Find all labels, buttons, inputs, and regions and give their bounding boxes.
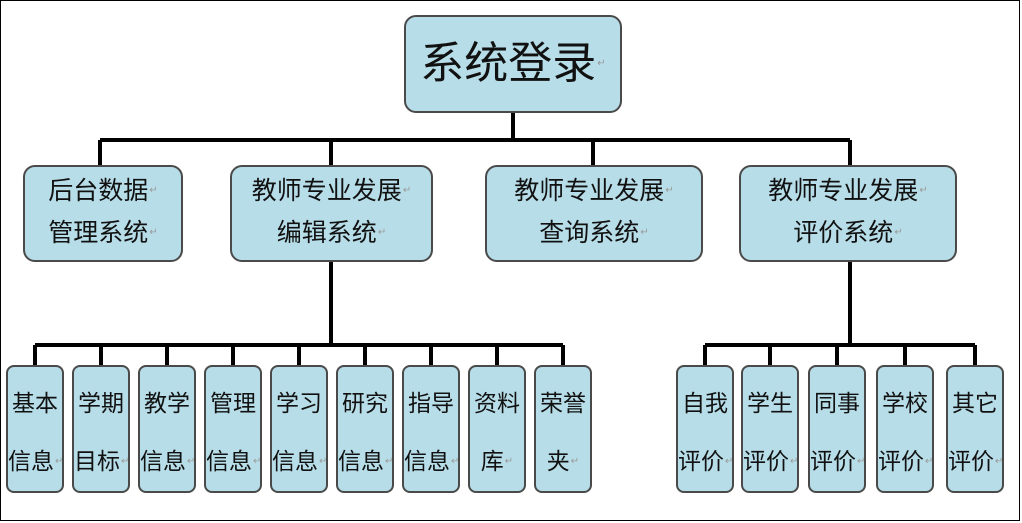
leaf-basic-info[interactable]: 基本信息↵ [6, 365, 64, 493]
leaf-teaching-info[interactable]: 教学信息↵ [138, 365, 196, 493]
leaf-school-evaluation[interactable]: 学校评价↵ [876, 365, 934, 493]
node-teacher-dev-evaluate[interactable]: 教师专业发展↵ 评价系统↵ [739, 165, 957, 262]
node-label-line2: 查询系统 [539, 218, 640, 247]
node-label-line1: 后台数据 [48, 176, 149, 205]
root-label: 系统登录 [420, 38, 597, 89]
node-teacher-dev-query[interactable]: 教师专业发展↵ 查询系统↵ [485, 165, 703, 262]
node-backend-management[interactable]: 后台数据↵ 管理系统↵ [23, 165, 183, 262]
leaf-study-info[interactable]: 学习信息↵ [270, 365, 328, 493]
root-node-login[interactable]: 系统登录↵ [404, 15, 622, 113]
node-label-line2: 评价系统 [793, 218, 894, 247]
leaf-other-evaluation[interactable]: 其它评价↵ [946, 365, 1004, 493]
node-label-line1: 教师专业发展 [768, 176, 919, 205]
node-label-line1: 教师专业发展 [514, 176, 665, 205]
leaf-semester-goal[interactable]: 学期目标↵ [72, 365, 130, 493]
node-label-line1: 教师专业发展 [251, 176, 402, 205]
node-label-line2: 编辑系统 [276, 218, 377, 247]
leaf-guidance-info[interactable]: 指导信息↵ [402, 365, 460, 493]
node-label-line2: 管理系统 [48, 218, 149, 247]
node-teacher-dev-edit[interactable]: 教师专业发展↵ 编辑系统↵ [230, 165, 433, 262]
leaf-self-evaluation[interactable]: 自我评价↵ [676, 365, 734, 493]
leaf-research-info[interactable]: 研究信息↵ [336, 365, 394, 493]
leaf-honor-folder[interactable]: 荣誉夹↵ [534, 365, 592, 493]
leaf-colleague-evaluation[interactable]: 同事评价↵ [808, 365, 866, 493]
paragraph-mark: ↵ [597, 58, 606, 69]
leaf-resource-library[interactable]: 资料库↵ [468, 365, 526, 493]
leaf-management-info[interactable]: 管理信息↵ [204, 365, 262, 493]
leaf-student-evaluation[interactable]: 学生评价↵ [741, 365, 799, 493]
